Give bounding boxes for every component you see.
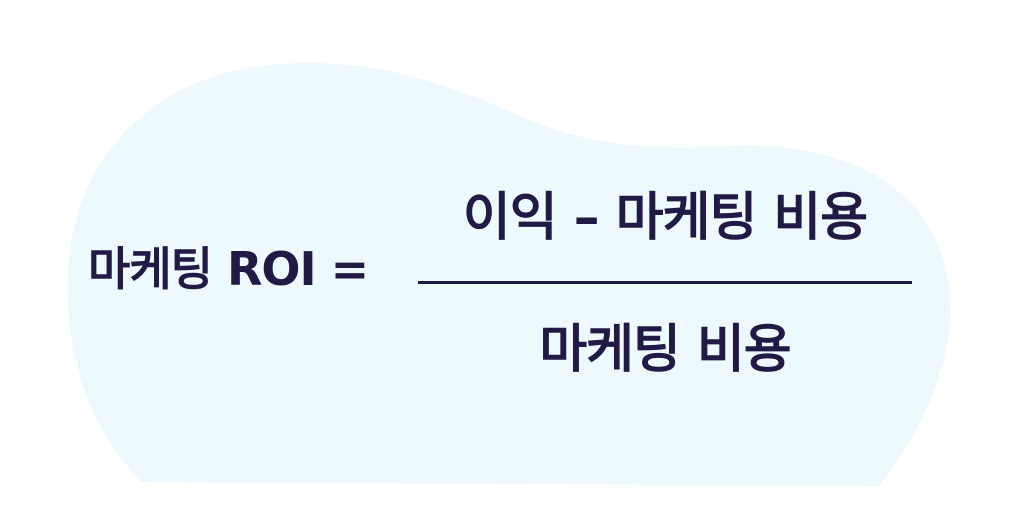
fraction-bar [418,281,912,284]
formula-denominator: 마케팅 비용 [539,320,791,380]
formula-lhs: 마케팅 ROI = [88,242,369,296]
blob-shape [67,63,951,487]
formula-numerator: 이익 – 마케팅 비용 [462,188,868,248]
